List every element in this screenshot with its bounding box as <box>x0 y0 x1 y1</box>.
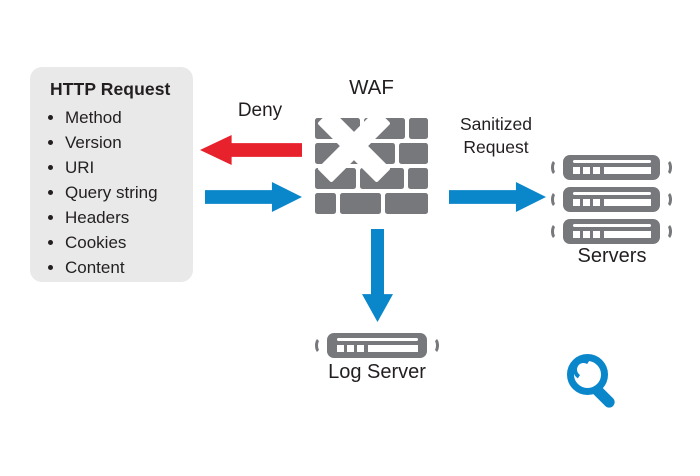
server-led <box>593 231 600 238</box>
magnifier-icon <box>567 354 623 414</box>
request-item: Method <box>65 105 183 130</box>
deny-label: Deny <box>237 100 283 121</box>
magnifier-lens <box>567 354 608 395</box>
server-led <box>347 345 354 352</box>
rack-ear-icon <box>661 223 672 240</box>
http-request-title: HTTP Request <box>50 79 171 99</box>
sanitized-request-label: Sanitized Request <box>440 113 552 158</box>
request-item: Version <box>65 130 183 155</box>
waf-label: WAF <box>349 76 394 99</box>
log-server-icon <box>315 333 439 358</box>
server-led <box>573 199 580 206</box>
brick <box>409 118 428 139</box>
deny-arrow-icon <box>200 135 302 165</box>
brick <box>315 193 336 214</box>
server-slot <box>573 160 651 163</box>
server-led <box>583 167 590 174</box>
rack-ear-icon <box>661 191 672 208</box>
server-icon <box>551 219 672 244</box>
server-drive-bay <box>604 199 651 206</box>
http-request-box: HTTP Request Method Version URI Query st… <box>30 67 193 282</box>
request-item: URI <box>65 155 183 180</box>
server-led <box>357 345 364 352</box>
servers-label: Servers <box>577 245 647 267</box>
rack-ear-icon <box>551 223 562 240</box>
server-drive-bay <box>604 167 651 174</box>
brick <box>315 143 341 164</box>
server-led <box>337 345 344 352</box>
servers-group <box>551 155 672 244</box>
server-led <box>573 231 580 238</box>
rack-ear-icon <box>428 337 439 354</box>
sanitized-label-line2: Request <box>463 136 529 157</box>
request-arrow-icon <box>205 182 302 212</box>
request-item: Query string <box>65 180 183 205</box>
server-drive-bay <box>604 231 651 238</box>
brick <box>399 143 428 164</box>
brick <box>408 168 428 189</box>
rack-ear-icon <box>661 159 672 176</box>
log-arrow-icon <box>362 229 393 322</box>
brick <box>315 168 356 189</box>
server-icon <box>551 155 672 180</box>
brick-row <box>315 143 428 164</box>
sanitized-label-line1: Sanitized <box>460 114 532 134</box>
server-led <box>583 231 590 238</box>
brick-row <box>315 193 428 214</box>
brick <box>360 168 404 189</box>
server-slot <box>573 224 651 227</box>
rack-ear-icon <box>315 337 326 354</box>
sanitized-arrow-icon <box>449 182 546 212</box>
brick <box>345 143 395 164</box>
request-item: Headers <box>65 205 183 230</box>
server-led <box>573 167 580 174</box>
rack-ear-icon <box>551 191 562 208</box>
server-led <box>583 199 590 206</box>
request-item: Cookies <box>65 230 183 255</box>
server-drive-bay <box>368 345 418 352</box>
http-request-list: Method Version URI Query string Headers … <box>50 105 183 280</box>
server-led <box>593 199 600 206</box>
brick <box>340 193 381 214</box>
log-server-label: Log Server <box>328 361 426 383</box>
brick-row <box>315 118 428 139</box>
request-item: Content <box>65 255 183 280</box>
server-slot <box>573 192 651 195</box>
firewall-brick-wall-icon <box>315 109 428 214</box>
server-icon <box>551 187 672 212</box>
rack-ear-icon <box>551 159 562 176</box>
brick-row <box>315 168 428 189</box>
brick <box>364 118 405 139</box>
brick <box>315 118 360 139</box>
brick <box>385 193 428 214</box>
log-server-group <box>315 333 439 358</box>
server-led <box>593 167 600 174</box>
server-slot <box>337 338 418 341</box>
